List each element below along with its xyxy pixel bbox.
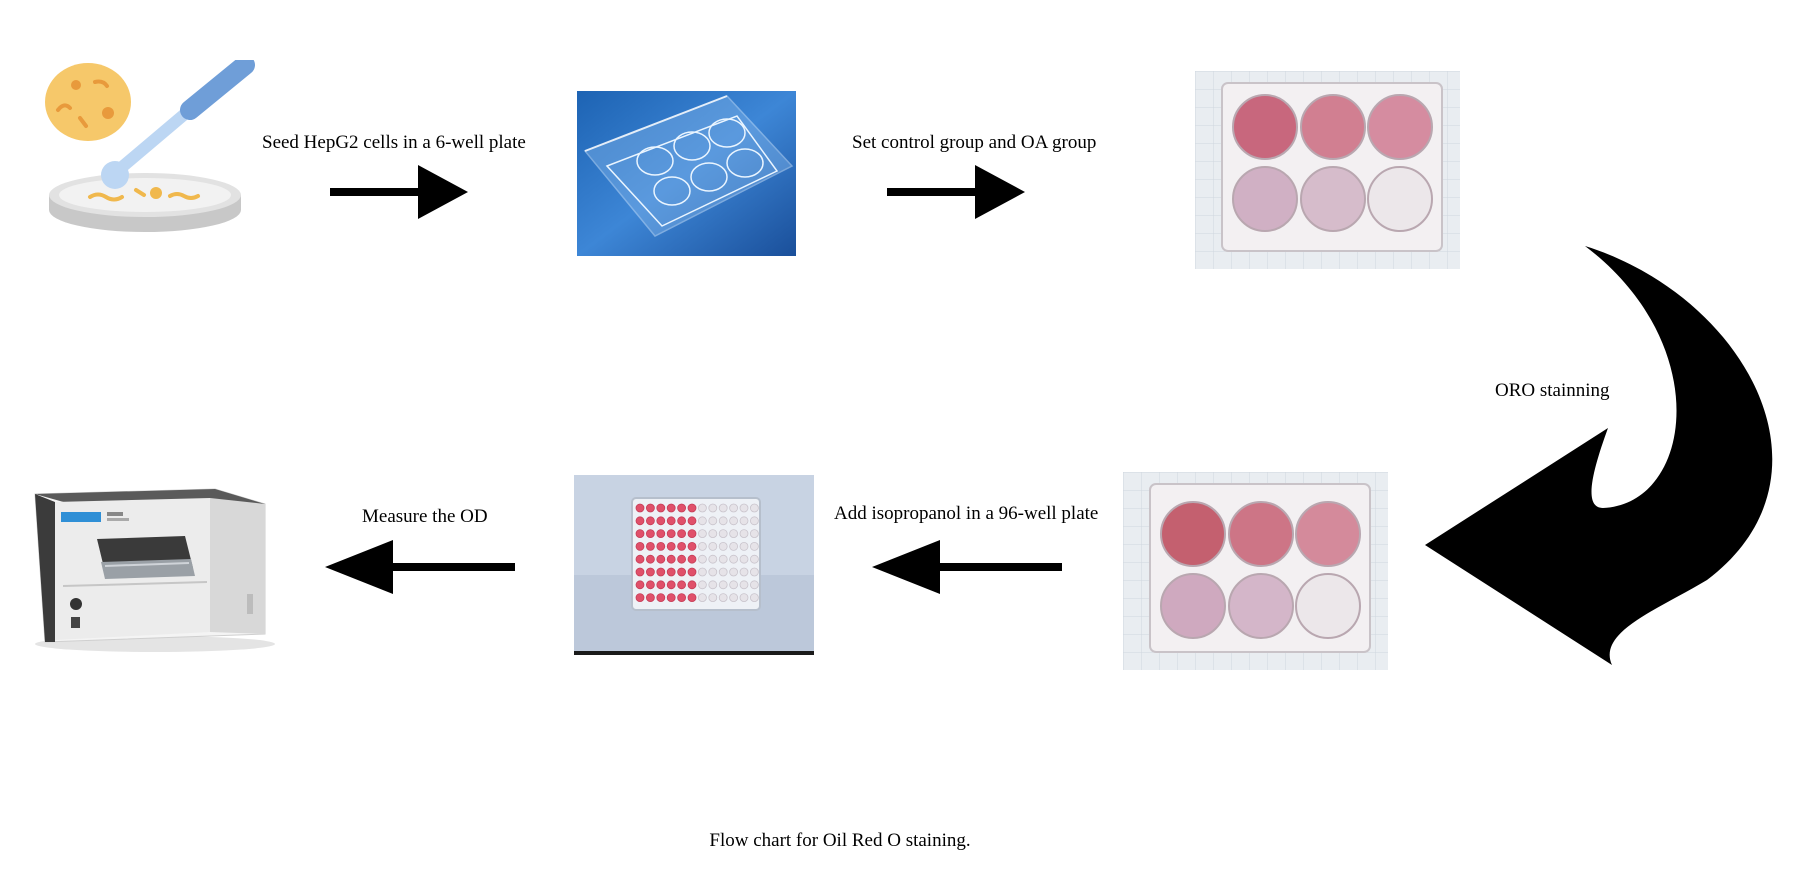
curved-arrow-down — [1425, 246, 1810, 670]
figure-caption: Flow chart for Oil Red O staining. — [709, 830, 971, 851]
empty-6-well-plate-photo — [577, 91, 796, 256]
96-well-plate-photo — [574, 475, 814, 655]
arrow-right-2 — [887, 165, 1027, 220]
step-isopropanol-label: Add isopropanol in a 96-well plate — [834, 503, 1099, 524]
microplate-reader-icon — [25, 484, 280, 654]
step-oro-label: ORO stainning — [1495, 380, 1610, 401]
arrow-left-1 — [872, 540, 1062, 595]
step-seed-label: Seed HepG2 cells in a 6-well plate — [262, 132, 526, 153]
arrow-right-1 — [330, 165, 470, 220]
stained-6-well-plate-photo-bottom — [1123, 472, 1388, 670]
step-groups-label: Set control group and OA group — [852, 132, 1097, 153]
cell-culture-icon — [40, 60, 255, 240]
stained-6-well-plate-photo-top — [1195, 71, 1460, 269]
arrow-left-2 — [325, 540, 515, 595]
step-measure-label: Measure the OD — [362, 506, 488, 527]
